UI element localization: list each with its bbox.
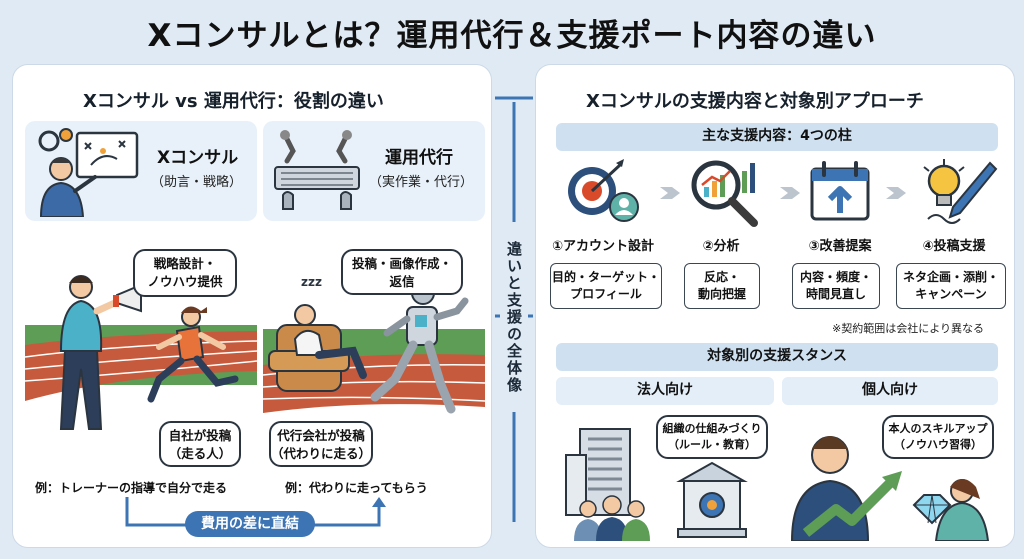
pillar-2-line2: 動向把握 (697, 287, 746, 301)
right-heading: Xコンサルの支援内容と対象別アプローチ (586, 91, 924, 112)
calendar-up-icon (810, 161, 870, 221)
pillar-4-detail: ネタ企画・添削・ キャンペーン (896, 263, 1006, 309)
corporate-bubble-line1: 組織の仕組みづくり (662, 422, 762, 435)
self-post-bubble: 自社が投稿 （走る人） (159, 421, 241, 467)
pillar-2-line1: 反応・ (703, 270, 740, 284)
page-title: Xコンサルとは？運用代行＆支援ポート内容の違い (147, 18, 877, 54)
corporate-heading: 法人向け (556, 377, 774, 405)
target-icon (568, 159, 639, 222)
consul-card: Xコンサル （助言・戦略） (25, 121, 257, 221)
cost-badge: 費用の差に直結 (185, 511, 315, 537)
role-comparison-panel: Xコンサル vs 運用代行：役割の違い Xコンサル （助言・戦略） 運用代行 (12, 64, 492, 548)
individual-heading: 個人向け (782, 377, 998, 405)
agency-post-line1: 代行会社が投稿 (277, 428, 365, 443)
agency-role-line1: 投稿・画像作成・ (351, 256, 452, 271)
agency-post-bubble: 代行会社が投稿 （代わりに走る） (269, 421, 373, 467)
agency-role-line2: 返信 (389, 274, 415, 289)
pillars-heading: 主な支援内容：4つの柱 (556, 123, 998, 151)
agency-example: 例：代わりに走ってもらう (285, 481, 428, 495)
agency-card: 運用代行 （実作業・代行） (263, 121, 485, 221)
magnifier-chart-icon (691, 160, 758, 227)
individual-bubble-line2: （ノウハウ習得） (894, 438, 982, 451)
overview-vertical-label: 違いと支援の全体像 (500, 222, 528, 412)
agency-post-line2: （代わりに走る） (271, 446, 372, 461)
pillar-3-line2: 時間見直し (805, 287, 866, 301)
corporate-illustration (565, 428, 748, 541)
pillar-3-detail: 内容・頻度・ 時間見直し (792, 263, 880, 309)
self-post-line1: 自社が投稿 (168, 428, 232, 443)
individual-bubble: 本人のスキルアップ （ノウハウ習得） (882, 415, 994, 459)
agency-subtitle: （実作業・代行） (369, 175, 474, 190)
pillar-flow-arrows (660, 187, 906, 199)
individual-bubble-line1: 本人のスキルアップ (888, 422, 988, 435)
pillar-1-line1: 目的・ターゲット・ (551, 270, 660, 284)
agency-role-bubble: 投稿・画像作成・ 返信 (341, 249, 463, 295)
robot-runner-illustration (263, 281, 485, 414)
corporate-bubble-line2: （ルール・教育） (668, 438, 756, 451)
consul-title: Xコンサル (157, 148, 239, 168)
contract-note: ※契約範囲は会社により異なる (832, 322, 984, 335)
pillar-2-label: ②分析 (702, 239, 740, 254)
corporate-bubble: 組織の仕組みづくり （ルール・教育） (656, 415, 768, 459)
self-post-line2: （走る人） (168, 446, 232, 461)
bulb-pen-icon (923, 159, 998, 224)
stance-heading: 対象別の支援スタンス (556, 343, 998, 371)
pillar-1-line2: プロフィール (570, 287, 642, 301)
pillar-1-detail: 目的・ターゲット・ プロフィール (550, 263, 662, 309)
pillar-4-label: ④投稿支援 (922, 239, 986, 254)
pillar-3-label: ③改善提案 (808, 239, 872, 254)
consul-example: 例：トレーナーの指導で自分で走る (35, 481, 228, 495)
pillar-3-line1: 内容・頻度・ (799, 270, 872, 284)
pillar-4-line1: ネタ企画・添削・ (902, 270, 999, 284)
sleep-text: zzz (301, 275, 322, 289)
individual-illustration (790, 436, 990, 541)
consul-role-line2: ノウハウ提供 (147, 274, 223, 289)
consul-role-bubble: 戦略設計・ ノウハウ提供 (133, 249, 237, 297)
pillar-2-detail: 反応・ 動向把握 (684, 263, 760, 309)
trainer-runner-illustration (25, 275, 257, 430)
support-content-panel: Xコンサルの支援内容と対象別アプローチ 主な支援内容：4つの柱 (535, 64, 1015, 548)
robot-keyboard-icon (274, 130, 360, 210)
consul-subtitle: （助言・戦略） (151, 175, 243, 190)
agency-title: 運用代行 (385, 148, 453, 168)
consultant-board-icon (38, 128, 139, 217)
pillar-1-label: ①アカウント設計 (551, 239, 654, 254)
pillar-4-line2: キャンペーン (915, 287, 987, 301)
left-heading: Xコンサル vs 運用代行：役割の違い (83, 91, 384, 112)
consul-role-line1: 戦略設計・ (153, 256, 217, 271)
